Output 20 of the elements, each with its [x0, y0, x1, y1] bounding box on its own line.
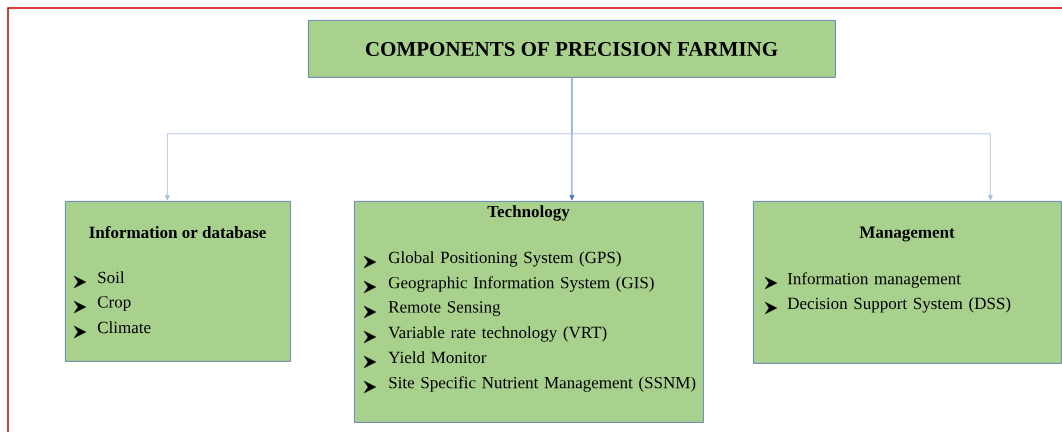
list-item: Global Positioning System (GPS) [388, 251, 621, 267]
list-item: Variable rate technology (VRT) [388, 326, 607, 342]
list-item: Crop [97, 296, 131, 312]
arrow [571, 77, 993, 201]
list-item: Climate [97, 321, 151, 334]
list-item: Yield Monitor [388, 351, 487, 364]
process-box [308, 20, 836, 78]
process-box [753, 201, 1062, 364]
list-item: Information management [787, 272, 961, 288]
list-item: Remote Sensing [388, 301, 501, 317]
list-item: Site Specific Nutrient Management (SSNM) [389, 376, 696, 392]
process-box [65, 201, 291, 362]
list-item: Decision Support System (DSS) [787, 297, 1011, 313]
process-box [354, 201, 704, 423]
box-heading: Management [859, 226, 955, 242]
title-text: COMPONENTS OF PRECISION FARMING [365, 41, 778, 57]
box-heading: Information or database [89, 225, 266, 239]
list-item: Soil [98, 271, 125, 284]
list-item: Geographic Information System (GIS) [388, 276, 654, 292]
box-heading: Technology [487, 205, 570, 221]
